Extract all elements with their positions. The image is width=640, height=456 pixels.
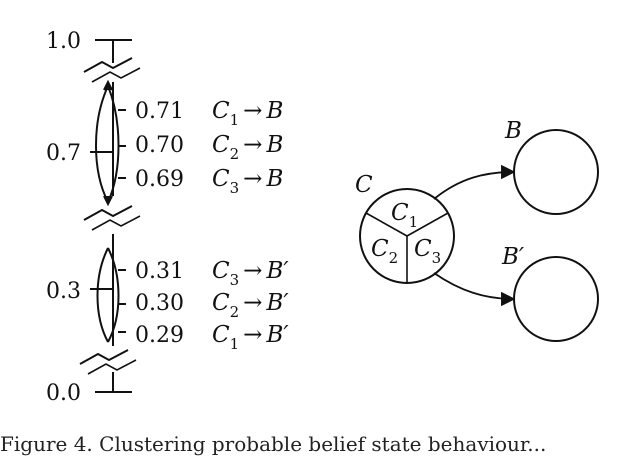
value-label: 0.30 [135,291,184,316]
value-label: 0.31 [135,259,184,284]
partition-c2: C2 [371,236,398,267]
value-label: 0.29 [135,323,184,348]
value-label: 0.71 [135,99,184,124]
state-c-label: C [355,172,373,198]
rule-c2-to-b-prime: C2→B′ [212,290,289,321]
state-b-label: B [504,118,522,144]
rule-c1-to-b: C1→B [212,98,283,129]
probability-axis [79,39,141,393]
interval-lower [96,247,126,343]
tick-label-0-3: 0.3 [46,279,81,304]
rule-c3-to-b-prime: C3→B′ [212,258,289,289]
rule-c2-to-b: C2→B [212,132,283,163]
figure-caption: Figure 4. Clustering probable belief sta… [0,428,640,456]
rule-c1-to-b-prime: C1→B′ [212,322,289,353]
interval-upper [95,79,126,207]
tick-label-1-0: 1.0 [46,29,81,54]
value-label: 0.70 [135,133,184,158]
state-b-circle [513,129,599,215]
state-b-prime-circle [513,256,599,342]
partition-c3: C3 [414,236,441,267]
state-b-prime-label: B′ [501,244,525,270]
rule-c3-to-b: C3→B [212,166,283,197]
belief-diagram: 1.0 0.7 0.3 0.0 0.71 0.70 0.69 C1→B C2→B… [46,29,599,406]
transition-arrow-to-b [433,164,516,200]
figure-caption-text: Figure 4. Clustering probable belief sta… [0,432,547,456]
partition-lines [365,212,449,283]
state-network: C C1 C2 C3 B B′ [355,118,599,342]
value-label: 0.69 [135,167,184,192]
transition-arrow-to-b-prime [433,272,516,307]
partition-c1: C1 [391,200,418,231]
tick-label-0-7: 0.7 [46,141,81,166]
tick-label-0-0: 0.0 [46,381,81,406]
